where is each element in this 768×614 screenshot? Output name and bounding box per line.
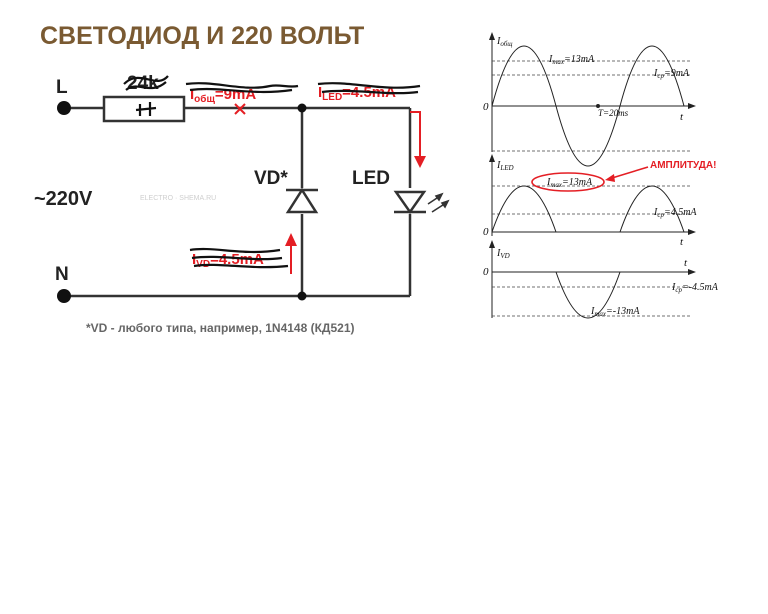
led-current-arrow-icon: [410, 111, 426, 168]
vd-current-wave: [492, 271, 684, 319]
top-ylabel: Iобщ: [496, 36, 513, 48]
middle-ylabel: ILED: [496, 160, 514, 172]
graph-top: Iобщ 0 t Imax=13mA Iср=9mA T=20ms: [483, 32, 696, 167]
vd-current-arrow-icon: [285, 233, 297, 274]
resistor-label: 24k: [127, 73, 159, 94]
top-period-label: T=20ms: [598, 108, 629, 118]
bottom-origin: 0: [483, 266, 489, 278]
watermark: ELECTRO · SHEMA.RU: [140, 195, 216, 202]
top-imax-label: Imax=13mA: [548, 54, 595, 66]
top-current-wave: [491, 45, 685, 167]
footnote: *VD - любого типа, например, 1N4148 (КД5…: [86, 321, 355, 335]
led-symbol: [393, 190, 427, 215]
led-label: LED: [352, 168, 390, 189]
middle-icp-label: Iср=4.5mA: [653, 207, 697, 219]
middle-xlabel: t: [680, 236, 684, 248]
circuit: L N ~220V 24k VD* LED ELECTRO · SHEMA.RU…: [34, 73, 450, 335]
bottom-ylabel: IVD: [496, 248, 510, 260]
graph-bottom: IVD 0 t Iср=-4.5mA Imax=-13mA: [483, 240, 719, 319]
light-rays-icon: [427, 192, 450, 213]
bottom-icp-label: Iср=-4.5mA: [671, 282, 719, 294]
vd-diode-symbol: [285, 187, 319, 214]
vd-label: VD*: [254, 168, 288, 189]
terminal-n-label: N: [55, 264, 69, 285]
amplitude-arrow-icon: [605, 166, 649, 182]
top-xlabel: t: [680, 111, 684, 123]
middle-imax-label: Imax=13mA: [546, 177, 593, 189]
top-icp-label: Iср=9mA: [653, 68, 690, 80]
junction-top: [297, 103, 307, 113]
scribble-marks: [123, 75, 421, 269]
amplitude-highlight: [531, 172, 605, 192]
bottom-imax-label: Imax=-13mA: [590, 306, 640, 318]
cross-mark-icon: [234, 103, 246, 115]
page-title: СВЕТОДИОД И 220 ВОЛЬТ: [40, 22, 364, 50]
amplitude-label: АМПЛИТУДА!: [650, 160, 716, 171]
bottom-xlabel: t: [684, 257, 688, 269]
graph-middle: ILED 0 t Imax=13mA АМПЛИТУДА! Iср=4.5mA: [483, 154, 716, 248]
led-current-wave: [491, 185, 685, 233]
terminal-n-dot: [57, 289, 71, 303]
top-origin: 0: [483, 101, 489, 113]
terminal-l-dot: [57, 101, 71, 115]
junction-bottom: [297, 291, 307, 301]
supply-voltage-label: ~220V: [34, 188, 93, 210]
middle-origin: 0: [483, 226, 489, 238]
terminal-l-label: L: [56, 77, 68, 98]
